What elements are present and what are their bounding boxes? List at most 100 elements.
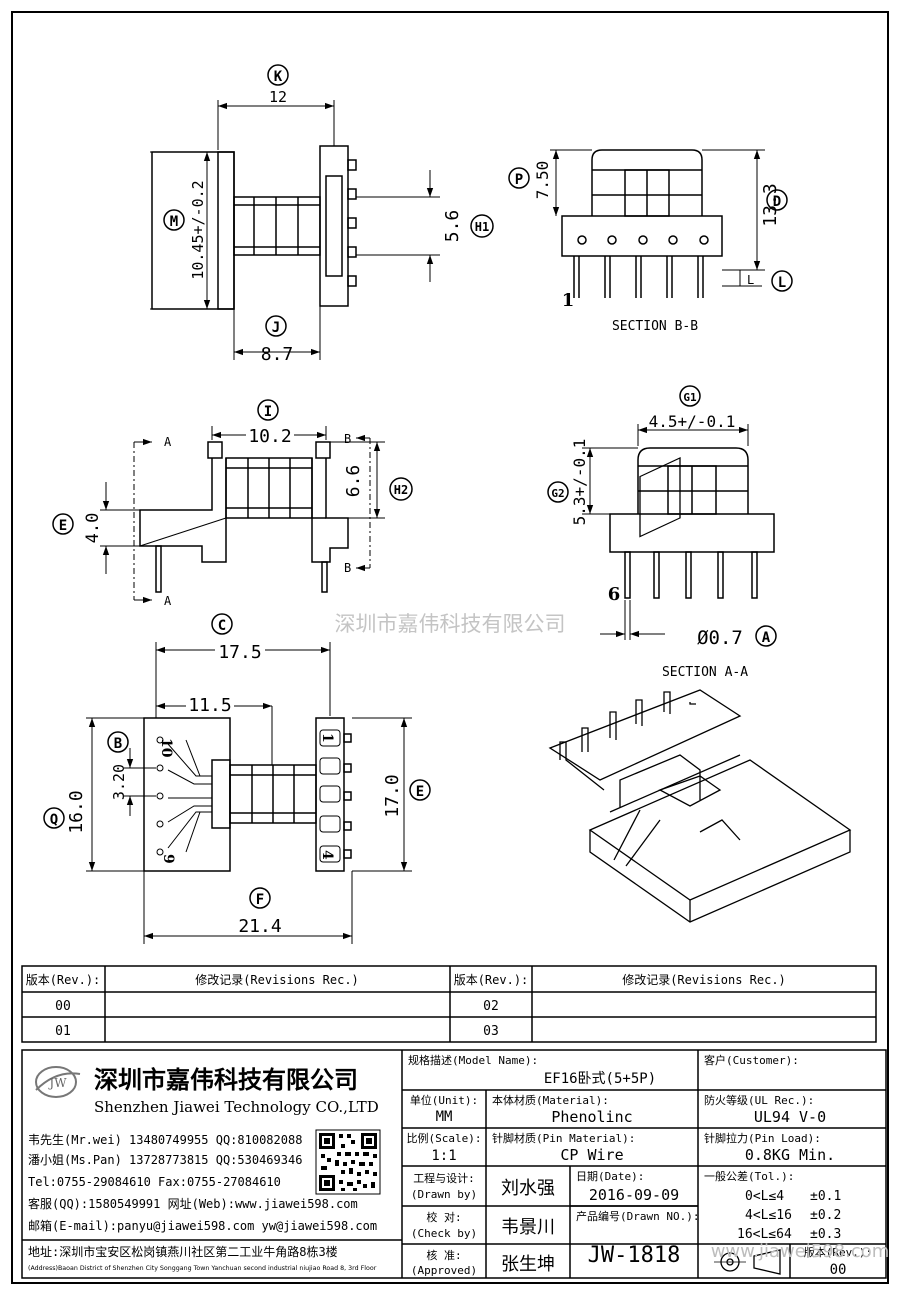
date-label: 日期(Date): — [576, 1170, 644, 1183]
tol-3-range: 16<L≤64 — [737, 1227, 792, 1242]
dim-g2-value: 5.3+/-0.1 — [570, 439, 589, 526]
section-bb-labels: P 7.50 13.3 D L L 1 SECTION B-B — [508, 161, 793, 334]
dim-l-label: L — [778, 275, 786, 291]
dim-p-label: P — [515, 172, 523, 188]
tol-3-value: ±0.3 — [810, 1227, 841, 1242]
section-aa-dims — [582, 424, 749, 640]
dim-q-label: Q — [50, 812, 58, 828]
dim-a-value: Ø0.7 — [697, 627, 743, 649]
top-view-labels: K 12 M 10.45+/-0.2 5.6 H1 J 8.7 — [163, 64, 494, 365]
rev-header-2: 版本(Rev.): — [454, 973, 529, 987]
dim-f-value: 21.4 — [238, 916, 281, 937]
pin-9-label: 9 — [160, 854, 176, 864]
dim-m-value: 10.45+/-0.2 — [189, 180, 207, 279]
dim-b-value: 3.20 — [110, 764, 128, 800]
unit-label: 单位(Unit): — [410, 1093, 478, 1107]
ul-value: UL94 V-0 — [754, 1108, 826, 1126]
check-label-en: (Check by) — [411, 1227, 477, 1240]
tolerance-label: 一般公差(Tol.): — [704, 1169, 794, 1183]
bottom-view-dims — [86, 642, 412, 944]
rec-header-1: 修改记录(Revisions Rec.) — [195, 972, 359, 987]
rev-01: 01 — [55, 1024, 71, 1039]
dim-m-label: M — [170, 214, 178, 230]
dim-h1-value: 5.6 — [442, 210, 463, 243]
dim-c-value: 17.5 — [218, 642, 261, 663]
contact-tel-fax: Tel:0755-29084610 Fax:0755-27084610 — [28, 1175, 281, 1189]
model-label: 规格描述(Model Name): — [408, 1053, 538, 1067]
rev-00: 00 — [55, 999, 71, 1014]
check-by-value: 韦景川 — [501, 1217, 555, 1238]
drawn-by-value: 刘水强 — [501, 1178, 555, 1199]
model-value: EF16卧式(5+5P) — [544, 1071, 656, 1087]
dim-d-label: D — [773, 194, 781, 210]
rev-header-1: 版本(Rev.): — [26, 973, 101, 987]
dim-e-value: 4.0 — [83, 513, 103, 544]
pin-1b-label: 1 — [319, 733, 335, 743]
dim-g2-label: G2 — [551, 487, 564, 500]
dim-i-label: I — [264, 404, 272, 420]
watermark-company: 深圳市嘉伟科技有限公司 — [335, 612, 566, 636]
dim-j-value: 8.7 — [261, 344, 294, 365]
dim-h2-label: H2 — [394, 483, 408, 497]
cut-a-bottom: A — [164, 594, 172, 608]
pin-load-value: 0.8KG Min. — [745, 1146, 835, 1164]
dim-e2-value: 17.0 — [382, 774, 403, 817]
section-bb-view — [561, 149, 723, 298]
company-block: JW 深圳市嘉伟科技有限公司 Shenzhen Jiawei Technolog… — [22, 1066, 402, 1272]
rev-02: 02 — [483, 999, 499, 1014]
dim-k-value: 12 — [269, 88, 287, 106]
section-aa-title: SECTION A-A — [662, 665, 748, 680]
rev-03: 03 — [483, 1024, 499, 1039]
top-view-dims — [150, 100, 440, 360]
logo-text: JW — [47, 1076, 67, 1090]
scale-value: 1:1 — [431, 1148, 456, 1164]
pin-1-label: 1 — [562, 290, 575, 311]
contact-wei: 韦先生(Mr.wei) 13480749955 QQ:810082088 — [28, 1133, 302, 1147]
section-bb-dims — [550, 149, 765, 287]
bottom-view — [143, 717, 352, 872]
cut-b-top: B — [344, 432, 351, 446]
dim-h2-value: 6.6 — [343, 465, 364, 498]
section-bb-title: SECTION B-B — [612, 319, 698, 334]
dim-j-label: J — [272, 320, 280, 336]
watermark-url: www.jiawei598.com — [711, 1241, 890, 1262]
dim-q-value: 16.0 — [66, 790, 87, 833]
date-value: 2016-09-09 — [589, 1186, 679, 1204]
customer-label: 客户(Customer): — [704, 1053, 799, 1067]
title-block: 规格描述(Model Name): EF16卧式(5+5P) 客户(Custom… — [21, 1049, 890, 1279]
scale-label: 比例(Scale): — [407, 1131, 482, 1145]
address-cn: 地址:深圳市宝安区松岗镇燕川社区第二工业牛角路8栋3楼 — [28, 1244, 338, 1259]
company-logo: JW — [35, 1066, 81, 1098]
pin-load-label: 针脚拉力(Pin Load): — [704, 1131, 821, 1145]
drawn-no-value: JW-1818 — [588, 1243, 681, 1268]
address-en: (Address)Baoan District of Shenzhen City… — [28, 1265, 377, 1272]
bottom-view-labels: C 17.5 11.5 B 3.20 Q 16.0 17.0 E F 21.4 … — [43, 613, 431, 937]
contact-pan: 潘小姐(Ms.Pan) 13728773815 QQ:530469346 — [28, 1153, 302, 1167]
dim-e2-label: E — [416, 784, 424, 800]
section-aa-labels: G1 4.5+/-0.1 G2 5.3+/-0.1 6 Ø0.7 A SECTI… — [547, 385, 777, 680]
approved-by-value: 张生坤 — [501, 1254, 555, 1275]
dim-d-value: 13.3 — [760, 183, 781, 226]
dim-e-label: E — [59, 518, 67, 534]
dim-g1-value: 4.5+/-0.1 — [649, 412, 736, 431]
dim-c2-value: 11.5 — [188, 695, 231, 716]
tol-2-range: 4<L≤16 — [745, 1208, 792, 1223]
company-name-en: Shenzhen Jiawei Technology CO.,LTD — [94, 1098, 379, 1116]
pin-material-label: 针脚材质(Pin Material): — [492, 1131, 635, 1145]
ul-label: 防火等级(UL Rec.): — [704, 1093, 814, 1107]
check-label-cn: 校 对: — [426, 1210, 461, 1224]
material-label: 本体材质(Material): — [492, 1093, 609, 1107]
side-view-labels: I 10.2 A A B B 6.6 H2 E 4.0 — [52, 399, 413, 608]
dim-c-label: C — [218, 618, 226, 634]
revisions-table: 版本(Rev.): 修改记录(Revisions Rec.) 版本(Rev.):… — [21, 965, 877, 1043]
dim-b-label: B — [114, 736, 122, 752]
iso-view — [548, 456, 852, 923]
version-value: 00 — [830, 1262, 847, 1278]
dim-k-label: K — [274, 69, 283, 85]
drawn-no-label: 产品编号(Drawn NO.): — [576, 1209, 699, 1223]
dim-a-label: A — [762, 630, 771, 646]
qr-code — [315, 1129, 381, 1195]
contact-qq-web: 客服(QQ):1580549991 网址(Web):www.jiawei598.… — [28, 1196, 358, 1211]
